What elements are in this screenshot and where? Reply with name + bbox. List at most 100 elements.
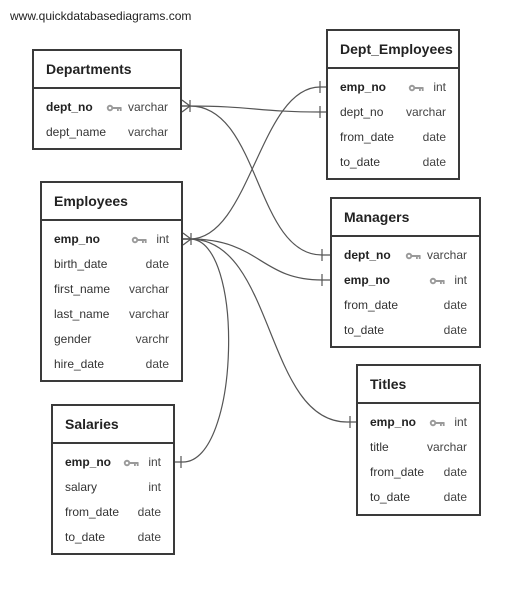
primary-key-icon — [429, 277, 445, 285]
field-row[interactable]: from_date date — [53, 500, 173, 525]
field-type: date — [145, 357, 169, 371]
primary-key-icon — [429, 419, 445, 427]
field-name: birth_date — [54, 257, 108, 271]
primary-key-icon — [106, 104, 122, 112]
table-title: Managers — [332, 199, 479, 237]
field-type: date — [145, 257, 169, 271]
field-name: to_date — [370, 490, 411, 504]
field-name: to_date — [65, 530, 106, 544]
field-row[interactable]: dept_no varchar — [34, 95, 180, 120]
primary-key-icon — [405, 252, 421, 260]
field-type: date — [422, 130, 446, 144]
field-name: from_date — [370, 465, 425, 479]
field-name: to_date — [340, 155, 381, 169]
field-type: int — [433, 80, 446, 94]
primary-key-icon — [123, 459, 139, 467]
field-name: dept_no — [46, 100, 93, 114]
field-name: emp_no — [344, 273, 391, 287]
field-row[interactable]: birth_date date — [42, 252, 181, 277]
relation-employees-managers — [183, 238, 331, 281]
field-type: date — [443, 323, 467, 337]
field-row[interactable]: emp_no int — [42, 227, 181, 252]
field-type: date — [443, 490, 467, 504]
field-type: int — [454, 415, 467, 429]
field-row[interactable]: dept_no varchar — [328, 100, 458, 125]
field-type: date — [422, 155, 446, 169]
field-type: varchar — [127, 100, 168, 114]
field-type: date — [137, 505, 161, 519]
field-type: varchar — [405, 105, 446, 119]
field-name: title — [370, 440, 389, 454]
field-name: last_name — [54, 307, 110, 321]
table-title: Employees — [42, 183, 181, 221]
primary-key-icon — [408, 84, 424, 92]
relation-employees-salaries — [175, 238, 230, 463]
relation-departments-managers — [182, 105, 331, 256]
field-name: dept_no — [340, 105, 384, 119]
field-row[interactable]: to_date date — [358, 485, 479, 510]
field-name: emp_no — [340, 80, 387, 94]
field-row[interactable]: to_date date — [332, 318, 479, 343]
field-name: salary — [65, 480, 98, 494]
field-name: emp_no — [65, 455, 112, 469]
field-row[interactable]: last_name varchar — [42, 302, 181, 327]
relation-employees-dept-employees — [183, 86, 328, 240]
relation-employees-titles — [183, 238, 357, 423]
crows-foot-employees — [182, 232, 192, 246]
field-type: date — [137, 530, 161, 544]
relation-departments-dept-employees — [182, 105, 328, 113]
field-type: date — [443, 465, 467, 479]
field-row[interactable]: title varchar — [358, 435, 479, 460]
field-type: varchar — [128, 307, 169, 321]
field-name: gender — [54, 332, 92, 346]
field-row[interactable]: emp_no int — [328, 75, 458, 100]
field-type: int — [454, 273, 467, 287]
table-title: Departments — [34, 51, 180, 89]
field-row[interactable]: to_date date — [53, 525, 173, 550]
field-name: to_date — [344, 323, 385, 337]
field-name: dept_no — [344, 248, 391, 262]
field-type: varchar — [127, 125, 168, 139]
primary-key-icon — [131, 236, 147, 244]
field-type: int — [156, 232, 169, 246]
field-name: hire_date — [54, 357, 105, 371]
field-row[interactable]: emp_no int — [332, 268, 479, 293]
field-type: varchar — [426, 248, 467, 262]
field-type: int — [148, 455, 161, 469]
field-type: varchar — [128, 282, 169, 296]
field-row[interactable]: from_date date — [358, 460, 479, 485]
site-url[interactable]: www.quickdatabasediagrams.com — [10, 9, 192, 23]
field-name: from_date — [65, 505, 120, 519]
field-row[interactable]: hire_date date — [42, 352, 181, 377]
managers-table[interactable]: Managers dept_no varchar emp_no int from_dat… — [330, 197, 481, 348]
field-row[interactable]: to_date date — [328, 150, 458, 175]
field-type: date — [443, 298, 467, 312]
field-row[interactable]: salary int — [53, 475, 173, 500]
field-name: emp_no — [54, 232, 101, 246]
crows-foot-departments — [181, 99, 191, 113]
field-name: dept_name — [46, 125, 107, 139]
field-type: varchar — [426, 440, 467, 454]
field-row[interactable]: emp_no int — [53, 450, 173, 475]
field-type: int — [148, 480, 161, 494]
field-row[interactable]: dept_name varchar — [34, 120, 180, 145]
field-row[interactable]: emp_no int — [358, 410, 479, 435]
field-row[interactable]: dept_no varchar — [332, 243, 479, 268]
table-title: Salaries — [53, 406, 173, 444]
field-name: emp_no — [370, 415, 417, 429]
